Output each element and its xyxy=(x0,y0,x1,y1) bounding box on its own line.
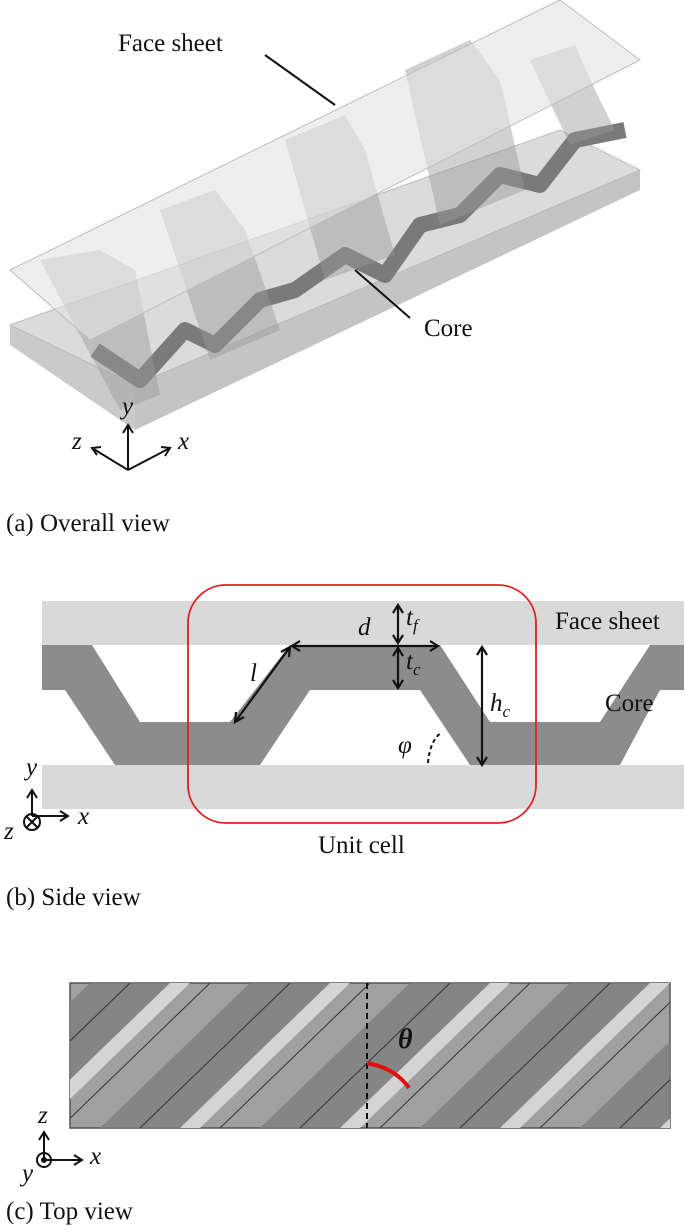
side-top-face-sheet xyxy=(42,601,684,645)
side-bottom-face-sheet xyxy=(42,765,684,809)
dim-h-c-symbol: h xyxy=(490,690,503,717)
dim-d: d xyxy=(358,614,371,641)
side-axes xyxy=(23,788,70,831)
dim-h-c: hc xyxy=(490,690,510,722)
top-face-sheet-3d xyxy=(9,0,641,341)
overall-core-label: Core xyxy=(424,315,473,342)
dim-t-c-subscript: c xyxy=(412,660,421,679)
dim-t-f-subscript: f xyxy=(412,616,418,635)
top-axis-y: y xyxy=(22,1160,34,1187)
top-axis-z: z xyxy=(38,1102,48,1129)
dim-t-c-symbol: t xyxy=(406,648,413,675)
dim-t-f: tf xyxy=(406,604,418,636)
unit-cell-box xyxy=(187,584,537,824)
dim-l: l xyxy=(250,660,257,687)
dim-t-f-symbol: t xyxy=(406,604,413,631)
unit-cell-label: Unit cell xyxy=(318,832,405,859)
theta-arc xyxy=(366,1061,411,1090)
dim-h-c-subscript: c xyxy=(502,702,511,721)
theta-label: θ xyxy=(398,1024,413,1055)
side-axis-x: x xyxy=(78,803,90,830)
side-view-figure xyxy=(23,584,684,831)
top-caption: (c) Top view xyxy=(6,1198,133,1225)
side-caption: (b) Side view xyxy=(6,884,141,911)
core-3d xyxy=(90,122,627,388)
overall-caption: (a) Overall view xyxy=(6,510,170,537)
overall-axis-z: z xyxy=(72,428,82,455)
overall-axis-y: y xyxy=(122,393,134,420)
overall-face-sheet-label: Face sheet xyxy=(118,30,223,57)
side-core-label: Core xyxy=(605,690,654,717)
overall-axes xyxy=(90,423,172,471)
side-axis-y: y xyxy=(26,754,38,781)
side-face-sheet-label: Face sheet xyxy=(555,608,660,635)
side-axis-z: z xyxy=(4,818,14,845)
side-core xyxy=(42,645,684,765)
overall-axis-x: x xyxy=(178,428,190,455)
dim-t-c: tc xyxy=(406,648,421,680)
overall-view-figure xyxy=(8,0,642,471)
angle-phi: φ xyxy=(398,732,412,759)
top-axes xyxy=(36,1130,84,1168)
top-axis-x: x xyxy=(90,1143,102,1170)
